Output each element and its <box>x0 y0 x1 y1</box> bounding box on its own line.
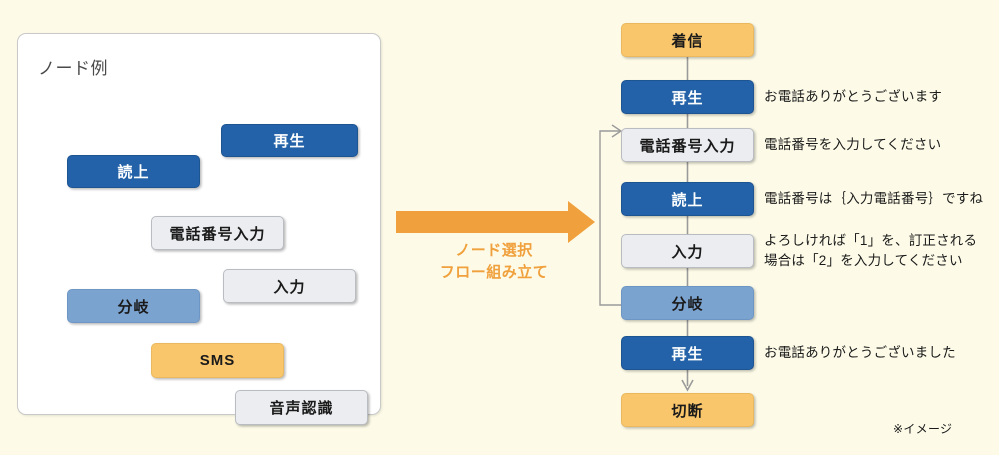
flow-node-description: 電話番号は｛入力電話番号｝ですね <box>764 191 984 206</box>
flow-node[interactable]: 再生 <box>621 336 754 370</box>
transition-arrow <box>396 201 595 243</box>
palette-node[interactable]: 分岐 <box>67 289 200 323</box>
call-flow-diagram: 着信再生お電話ありがとうございます電話番号入力電話番号を入力してください読上電話… <box>592 0 999 455</box>
flow-node[interactable]: 再生 <box>621 80 754 114</box>
palette-node[interactable]: 再生 <box>221 124 358 157</box>
transition-caption-line1: ノード選択 <box>455 242 533 259</box>
footnote: ※イメージ <box>893 422 953 436</box>
palette-node[interactable]: SMS <box>151 343 284 378</box>
flow-node[interactable]: 電話番号入力 <box>621 128 754 162</box>
palette-node[interactable]: 入力 <box>223 269 356 303</box>
loopback-connector <box>599 124 623 306</box>
flow-node-description: お電話ありがとうございました <box>764 345 956 360</box>
flow-connectors <box>599 57 694 392</box>
flow-node-description: よろしければ「1」を、訂正される 場合は「2」を入力してください <box>764 233 978 268</box>
transition-caption-line2: フロー組み立て <box>439 264 549 281</box>
palette-node[interactable]: 音声認識 <box>235 390 368 425</box>
flow-node[interactable]: 読上 <box>621 182 754 216</box>
transition-caption: ノード選択 フロー組み立て <box>396 240 592 284</box>
flow-node[interactable]: 着信 <box>621 23 754 57</box>
flow-node[interactable]: 切断 <box>621 393 754 427</box>
flow-node[interactable]: 分岐 <box>621 286 754 320</box>
palette-node[interactable]: 読上 <box>67 155 200 188</box>
flow-node-description: 電話番号を入力してください <box>764 137 942 152</box>
node-palette-panel: ノード例 再生読上電話番号入力入力分岐 SMS 音声認識 <box>17 33 381 425</box>
palette-node[interactable]: 電話番号入力 <box>151 216 284 250</box>
flow-node-description: お電話ありがとうございます <box>764 89 943 104</box>
palette-title: ノード例 <box>38 59 108 78</box>
flow-node[interactable]: 入力 <box>621 234 754 268</box>
arrowhead-to-hangup <box>681 379 694 392</box>
